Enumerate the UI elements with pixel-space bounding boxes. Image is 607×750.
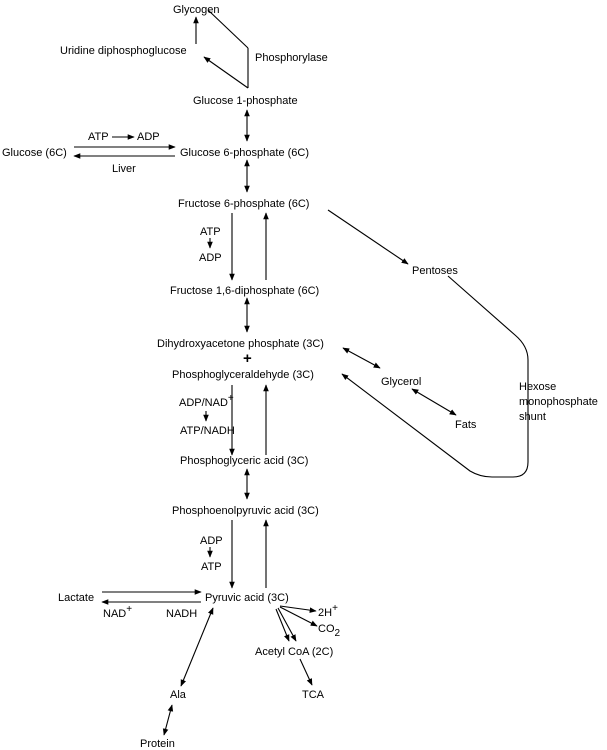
pep-label: Phosphoenolpyruvic acid (3C) — [172, 505, 319, 517]
protein-label: Protein — [140, 738, 175, 750]
udpg-label: Uridine diphosphoglucose — [60, 45, 187, 57]
dhap-label: Dihydroxyacetone phosphate (3C) — [157, 338, 324, 350]
ala-label: Ala — [170, 689, 187, 701]
hexose-label-line1: Hexose — [519, 381, 556, 393]
co2-label: CO2 — [318, 623, 341, 639]
adp-1-label: ADP — [199, 252, 222, 264]
f6p-to-pentoses-arrow — [327, 209, 409, 265]
adp-2-label: ADP — [200, 535, 223, 547]
plus-sign: + — [243, 350, 252, 367]
pentoses-label: Pentoses — [412, 265, 458, 277]
ala-protein-arrow — [162, 704, 174, 736]
2h-label: 2H+ — [318, 603, 338, 619]
pyruvate-to-2h-arrow — [279, 605, 317, 613]
glycogen-label: Glycogen — [173, 4, 219, 16]
nadh-label: NADH — [166, 608, 197, 620]
pyruvate-to-acetylcoa-arrow-2 — [275, 608, 290, 642]
liver-label: Liver — [112, 163, 136, 175]
tca-label: TCA — [302, 689, 325, 701]
f16dp-label: Fructose 1,6-diphosphate (6C) — [170, 285, 319, 297]
g6p-label: Glucose 6-phosphate (6C) — [180, 147, 309, 159]
glucose-label: Glucose (6C) — [2, 147, 67, 159]
acetylcoa-label: Acetyl CoA (2C) — [255, 646, 333, 658]
pyruvate-to-acetylcoa-arrow-1 — [277, 607, 297, 642]
hexose-label-line3: shunt — [519, 411, 546, 423]
atp-1-label: ATP — [200, 226, 221, 238]
pyruvate-label: Pyruvic acid (3C) — [205, 592, 289, 604]
g1p-label: Glucose 1-phosphate — [193, 95, 298, 107]
glycogen-to-phosphorylase-line — [207, 9, 249, 49]
glycerol-fats-arrow — [411, 388, 457, 416]
pga-label: Phosphoglyceric acid (3C) — [180, 455, 308, 467]
dhap-glycerol-arrow — [342, 347, 381, 369]
pyruvate-ala-arrow — [180, 607, 214, 687]
atp-2-label: ATP — [201, 561, 222, 573]
lactate-label: Lactate — [58, 592, 94, 604]
pyruvate-to-co2-arrow — [279, 606, 318, 627]
pgald-label: Phosphoglyceraldehyde (3C) — [172, 369, 314, 381]
hexose-shunt-path — [341, 275, 529, 478]
acetylcoa-to-tca-arrow — [299, 658, 313, 686]
hexose-label-line2: monophosphate — [519, 396, 598, 408]
nad-label: NAD+ — [103, 604, 132, 620]
phosphorylase-label: Phosphorylase — [255, 52, 328, 64]
fats-label: Fats — [455, 419, 477, 431]
f6p-label: Fructose 6-phosphate (6C) — [178, 198, 309, 210]
adp-top-label: ADP — [137, 131, 160, 143]
atp-top-label: ATP — [88, 131, 109, 143]
adp-nad-label: ADP/NAD+ — [179, 393, 234, 409]
atp-nadh-label: ATP/NADH — [180, 425, 235, 437]
g1p-to-udpg-arrow — [203, 56, 249, 89]
glycerol-label: Glycerol — [381, 376, 421, 388]
